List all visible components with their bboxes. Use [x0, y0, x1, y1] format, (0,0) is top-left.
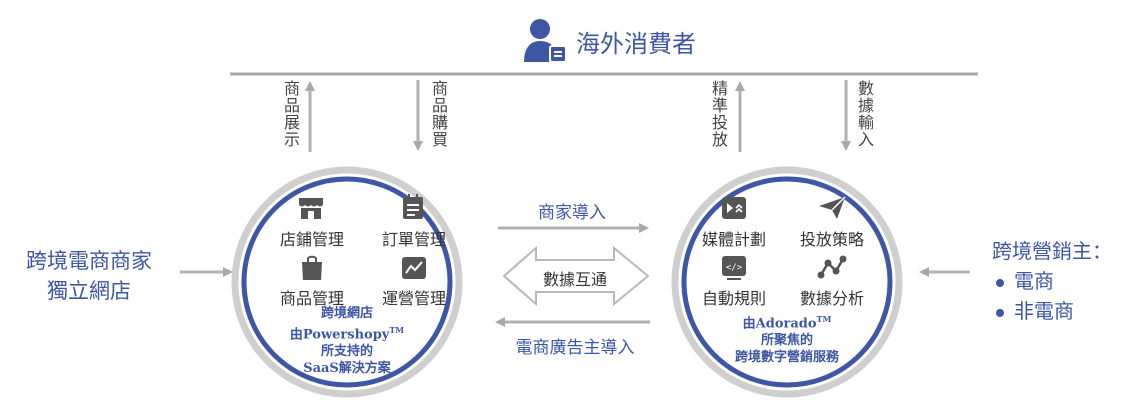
label-data-input: 數據輸入	[855, 80, 874, 148]
feature-auto-rules: 自動規則	[701, 289, 766, 308]
right-note-line3: 跨境數字營銷服務	[734, 350, 839, 366]
chart-trend-icon	[401, 256, 427, 284]
label-data-exchange: 數據互通	[542, 270, 607, 289]
analytics-nodes-icon	[817, 255, 847, 285]
feature-data-analysis: 數據分析	[799, 289, 864, 308]
store-icon	[298, 196, 324, 224]
advertiser-block: 跨境營銷主： 電商 非電商	[992, 236, 1112, 326]
shopping-bag-icon	[300, 255, 324, 285]
consumer-icon	[520, 16, 568, 64]
merchant-line1: 跨境電商商家	[26, 249, 152, 273]
label-product-display: 商品展示	[281, 80, 300, 148]
label-product-purchase: 商品購買	[429, 80, 448, 148]
right-note-line2: 所聚焦的	[760, 333, 813, 349]
left-note-line1: 跨境網店	[320, 306, 373, 321]
code-screen-icon: </>	[721, 255, 747, 285]
feature-media-plan: 媒體計劃	[701, 230, 766, 249]
feature-order-management: 訂單管理	[381, 230, 446, 249]
feature-delivery-strategy: 投放策略	[799, 230, 864, 249]
right-circle-inner	[681, 176, 893, 388]
label-advertiser-import: 電商廣告主導入	[515, 338, 635, 358]
consumer-label: 海外消費者	[576, 30, 696, 58]
exchange-double-arrow	[502, 245, 650, 307]
left-note-line3: 所支持的	[320, 344, 373, 360]
label-merchant-import: 商家導入	[538, 203, 606, 223]
label-precision-delivery: 精準投放	[709, 80, 728, 148]
feature-operations-management: 運營管理	[381, 289, 446, 308]
advertiser-item-ecommerce: 電商	[992, 266, 1112, 296]
media-play-icon	[721, 196, 747, 224]
svg-text:</>: </>	[726, 263, 743, 273]
left-note-line2: 由PowershopyTM	[289, 325, 405, 343]
feature-product-management: 商品管理	[279, 289, 344, 308]
left-circle-note: 跨境網店 由PowershopyTM 所支持的 SaaS解決方案	[272, 305, 422, 377]
clipboard-icon	[402, 194, 424, 224]
right-circle-note: 由AdoradoTM 所聚焦的 跨境數字營銷服務	[707, 311, 867, 366]
right-note-line1: 由AdoradoTM	[742, 314, 832, 332]
advertiser-title: 跨境營銷主：	[992, 239, 1112, 263]
left-note-line4: SaaS解決方案	[303, 361, 391, 377]
merchant-label: 跨境電商商家 獨立網店	[14, 246, 164, 306]
merchant-line2: 獨立網店	[47, 279, 131, 303]
feature-store-management: 店鋪管理	[279, 230, 344, 249]
advertiser-item-non-ecommerce: 非電商	[992, 296, 1112, 326]
left-circle-inner	[241, 176, 453, 388]
paper-plane-icon	[818, 196, 846, 224]
